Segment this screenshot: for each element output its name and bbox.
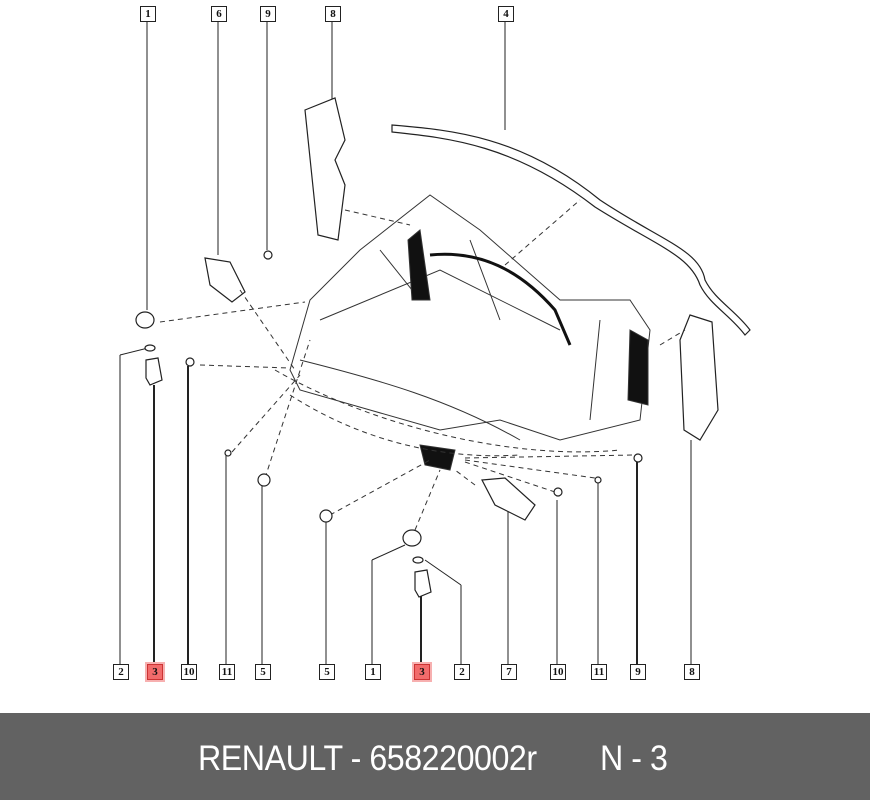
callout-10[interactable]: 10 xyxy=(181,664,197,680)
callout-9[interactable]: 9 xyxy=(260,6,276,22)
part-1-clip-center xyxy=(402,529,422,547)
part-3-bumper-center xyxy=(414,569,432,598)
callout-4[interactable]: 4 xyxy=(498,6,514,22)
fasteners xyxy=(135,250,643,598)
callout-1[interactable]: 1 xyxy=(140,6,156,22)
callout-11[interactable]: 11 xyxy=(219,664,235,680)
part-5-nut-left xyxy=(257,473,271,487)
part-11-screw-left xyxy=(224,449,232,457)
part-9-clip-right xyxy=(633,453,643,463)
callout-5[interactable]: 5 xyxy=(255,664,271,680)
part-7-shield xyxy=(481,477,536,521)
callout-11[interactable]: 11 xyxy=(591,664,607,680)
exploded-parts-drawing xyxy=(119,22,751,664)
part-1-clip-left xyxy=(135,311,155,329)
callout-3-highlighted[interactable]: 3 xyxy=(147,664,163,680)
part-reference: N - 3 xyxy=(600,739,668,778)
part-10-rivet-left xyxy=(185,357,195,367)
part-3-bumper-left xyxy=(145,357,163,386)
part-5-nut-center xyxy=(319,509,333,523)
callout-8[interactable]: 8 xyxy=(325,6,341,22)
leader-lines xyxy=(119,22,692,664)
part-2-washer-left xyxy=(144,344,156,352)
part-8-right-panel xyxy=(679,314,719,441)
callout-8[interactable]: 8 xyxy=(684,664,700,680)
part-info-footer: RENAULT - 658220002r N - 3 xyxy=(0,713,870,800)
callout-1[interactable]: 1 xyxy=(365,664,381,680)
part-6-shield xyxy=(204,257,246,303)
part-11-screw-right xyxy=(594,476,602,484)
part-8-left-panel xyxy=(304,97,346,241)
brand-part-number: RENAULT - 658220002r xyxy=(198,739,537,778)
callout-7[interactable]: 7 xyxy=(501,664,517,680)
subframe-body xyxy=(289,194,651,471)
callout-10[interactable]: 10 xyxy=(550,664,566,680)
callout-9[interactable]: 9 xyxy=(630,664,646,680)
callout-2[interactable]: 2 xyxy=(113,664,129,680)
assembly-dashed-lines xyxy=(159,199,686,531)
callout-6[interactable]: 6 xyxy=(211,6,227,22)
part-2-washer-center xyxy=(412,556,424,564)
part-9-clip-top xyxy=(263,250,273,260)
callout-3-highlighted[interactable]: 3 xyxy=(414,664,430,680)
part-4-seal-strip xyxy=(391,124,751,336)
part-10-rivet-right xyxy=(553,487,563,497)
callout-2[interactable]: 2 xyxy=(454,664,470,680)
callout-5[interactable]: 5 xyxy=(319,664,335,680)
